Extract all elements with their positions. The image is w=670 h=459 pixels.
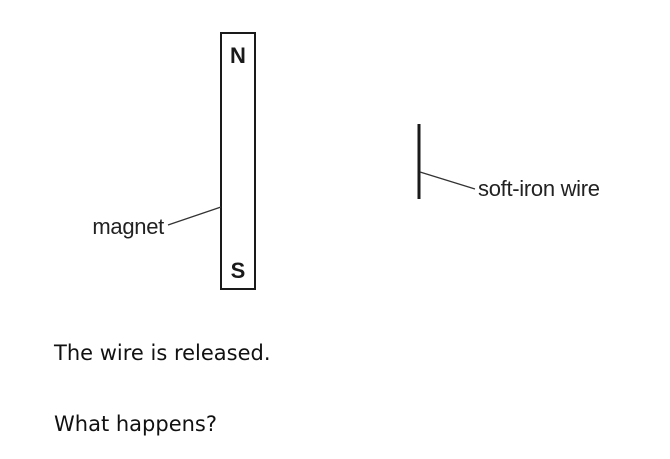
south-pole-label: S — [231, 258, 246, 283]
north-pole-label: N — [230, 43, 246, 68]
question-statement: The wire is released. — [54, 341, 271, 365]
wire-leader-line — [419, 171, 476, 190]
magnet-wire-diagram: N S magnet soft-iron wire — [92, 32, 600, 290]
magnet-leader-line — [167, 206, 222, 226]
wire-label: soft-iron wire — [478, 176, 600, 201]
question-prompt: What happens? — [54, 412, 218, 436]
magnet-label: magnet — [92, 214, 164, 239]
bar-magnet — [220, 32, 256, 290]
